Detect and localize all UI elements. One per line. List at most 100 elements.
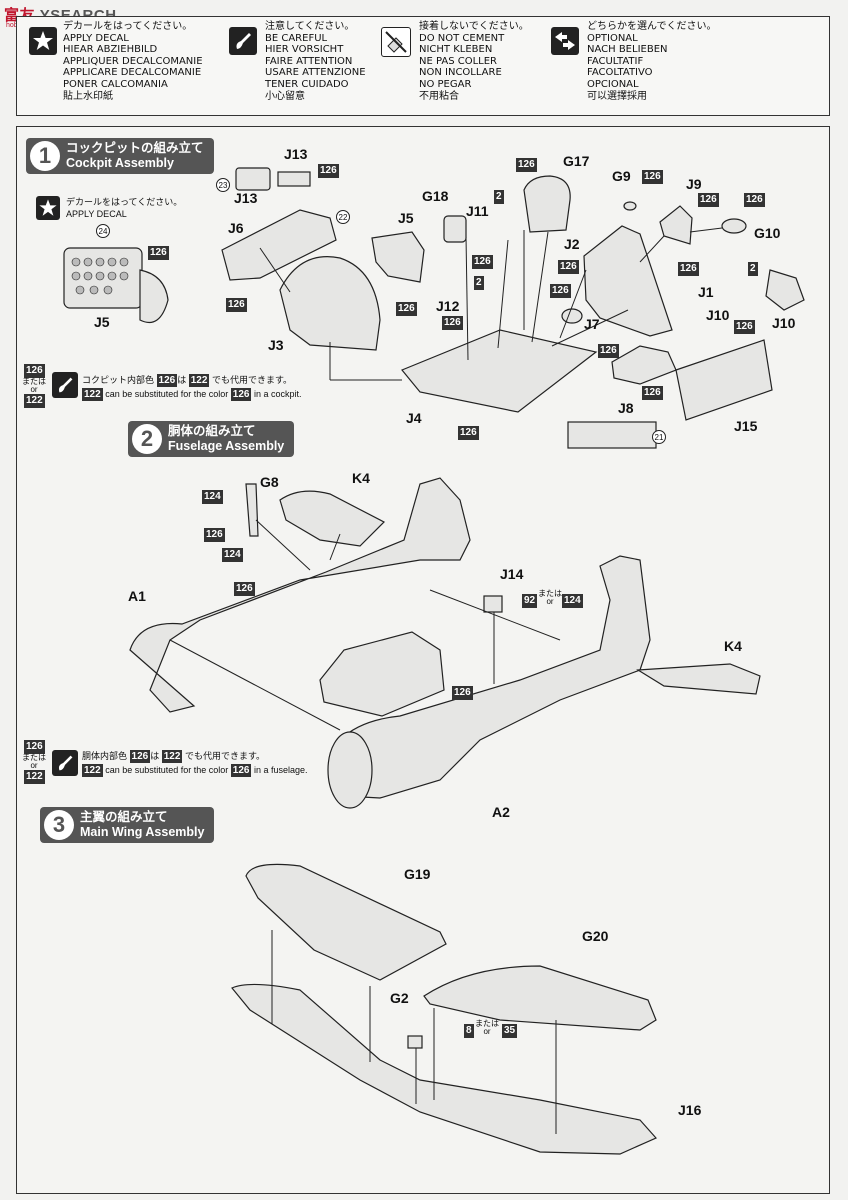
color-code-box: 126 [642, 386, 663, 400]
legend-be-careful: 注意してください。 BE CAREFUL HIER VORSICHT FAIRE… [265, 21, 366, 102]
part-label: J5 [398, 210, 414, 226]
part-label: G2 [390, 990, 409, 1006]
step1-decal-note-jp: デカールをはってください。 [66, 197, 183, 207]
step1-decal-note-en: APPLY DECAL [66, 209, 127, 219]
part-label: J7 [584, 316, 600, 332]
brush-icon [52, 372, 78, 398]
or-label: または or [538, 589, 562, 606]
color-code-box: 92 [522, 594, 538, 608]
tailplane-k4-lower-drawing [636, 663, 761, 695]
part-label: G8 [260, 474, 279, 490]
step-3-title-en: Main Wing Assembly [80, 825, 205, 839]
color-code-box: 126 [24, 364, 45, 378]
step-2-title-jp: 胴体の組み立て [168, 424, 256, 438]
color-code-box: 124 [222, 548, 243, 562]
part-j10-drawing [765, 269, 805, 311]
part-g17-drawing [523, 175, 571, 233]
or-label: または or [22, 753, 46, 770]
part-g9-drawing [623, 201, 637, 211]
step-3-number: 3 [44, 810, 74, 840]
part-label: J2 [564, 236, 580, 252]
part-j6-drawing [221, 209, 337, 281]
part-label: K4 [352, 470, 370, 486]
part-label: J15 [734, 418, 758, 434]
part-g10-drawing [721, 218, 747, 234]
color-code-box: 126 [678, 262, 699, 276]
decal-number: 24 [96, 224, 110, 238]
part-label: J11 [466, 203, 489, 219]
part-j1-drawing [583, 225, 673, 337]
part-label: J6 [228, 220, 244, 236]
part-label: K4 [724, 638, 742, 654]
color-code-box: 126 [516, 158, 537, 172]
color-code-box: 126 [472, 255, 493, 269]
part-j9-drawing [659, 205, 693, 245]
color-code-box: 126 [226, 298, 247, 312]
color-code-box: 126 [744, 193, 765, 207]
part-j8-drawing [611, 345, 677, 385]
color-code-box: 126 [396, 302, 417, 316]
no-cement-icon [381, 27, 411, 57]
part-label: J8 [618, 400, 634, 416]
cockpit-substitution-note-en: 122 can be substituted for the color 126… [82, 388, 302, 401]
part-g8-drawing [245, 483, 259, 537]
color-code-box: 126 [558, 260, 579, 274]
part-label: J13 [234, 190, 258, 206]
color-code-box: 126 [598, 344, 619, 358]
step-2-number: 2 [132, 424, 162, 454]
color-code-box: 126 [642, 170, 663, 184]
or-label: または or [475, 1019, 499, 1036]
optional-arrows-icon [551, 27, 579, 55]
color-code-box: 126 [734, 320, 755, 334]
part-label: J14 [500, 566, 524, 582]
part-j4-floor-drawing [401, 329, 598, 413]
part-label: G9 [612, 168, 631, 184]
color-code-box: 2 [494, 190, 504, 204]
engine-cowling-drawing [327, 731, 373, 809]
fuselage-half-a1-drawing [129, 477, 471, 713]
color-code-box: 126 [452, 686, 473, 700]
color-code-box: 126 [234, 582, 255, 596]
part-label: J4 [406, 410, 422, 426]
cockpit-tub-drawing [319, 631, 445, 717]
step-3-title-jp: 主翼の組み立て [80, 810, 168, 824]
symbol-legend: デカールをはってください。 APPLY DECAL HIEAR ABZIEHBI… [16, 16, 830, 116]
color-code-box: 2 [748, 262, 758, 276]
part-label: J9 [686, 176, 702, 192]
part-label: J16 [678, 1102, 702, 1118]
wing-lower-j16-drawing [231, 983, 657, 1155]
part-j14-drawing [483, 595, 503, 613]
brush-icon [52, 750, 78, 776]
part-label: J3 [268, 337, 284, 353]
step-1-title-en: Cockpit Assembly [66, 156, 174, 170]
color-code-box: 126 [442, 316, 463, 330]
brush-icon [229, 27, 257, 55]
part-label: G20 [582, 928, 609, 944]
color-code-box: 126 [550, 284, 571, 298]
part-label: J5 [94, 314, 110, 330]
fuselage-substitution-note-en: 122 can be substituted for the color 126… [82, 764, 308, 777]
decal-j13-drawing [235, 167, 271, 191]
part-g18-drawing [443, 215, 467, 243]
or-label: または or [22, 377, 46, 394]
part-j7-drawing [561, 308, 583, 324]
decal-number: 22 [336, 210, 350, 224]
wing-upper-g20-drawing [423, 965, 657, 1031]
part-label: G19 [404, 866, 431, 882]
wing-upper-g19-drawing [245, 863, 447, 981]
legend-do-not-cement: 接着しないでください。 DO NOT CEMENT NICHT KLEBEN N… [419, 21, 529, 102]
decal-number: 23 [216, 178, 230, 192]
color-code-box: 122 [24, 394, 45, 408]
star-icon [36, 196, 60, 220]
part-label: G18 [422, 188, 449, 204]
color-code-box: 126 [24, 740, 45, 754]
part-g2-drawing [407, 1035, 423, 1049]
color-code-box: 126 [458, 426, 479, 440]
part-j15-drawing [675, 339, 773, 421]
color-code-box: 2 [474, 276, 484, 290]
part-label: G10 [754, 225, 781, 241]
color-code-box: 126 [698, 193, 719, 207]
